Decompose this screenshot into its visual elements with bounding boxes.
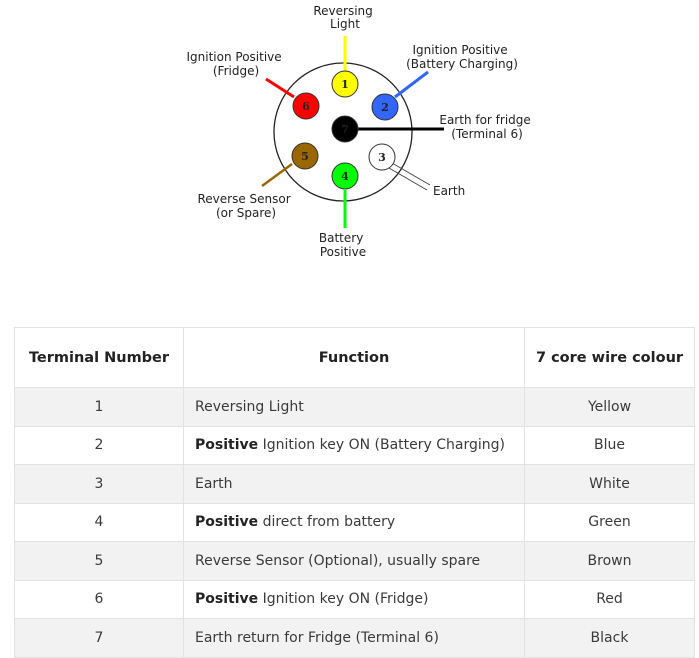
pin-4: 4 (331, 162, 359, 190)
pin-4-label: Battery Positive (319, 231, 367, 259)
pin-7: 7 (331, 115, 359, 143)
colour-cell: Yellow (524, 387, 695, 427)
function-cell: Earth (183, 464, 525, 504)
function-cell: Reverse Sensor (Optional), usually spare (183, 541, 525, 581)
table-row: 6 Positive Ignition key ON (Fridge) Red (14, 579, 695, 619)
terminal-cell: 2 (14, 425, 184, 465)
function-text: Ignition key ON (Fridge) (258, 591, 429, 608)
colour-cell: Black (524, 618, 695, 658)
pin-3-number: 3 (378, 151, 386, 164)
terminal-cell: 3 (14, 464, 184, 504)
pin-6: 6 (292, 92, 320, 120)
pin-4-number: 4 (341, 170, 349, 183)
colour-cell: Green (524, 502, 695, 542)
function-cell: Positive direct from battery (183, 502, 525, 542)
pin-6-number: 6 (302, 100, 310, 113)
function-text: Reversing Light (195, 398, 304, 415)
pin-2: 2 (371, 93, 399, 121)
pin-5-label: Reverse Sensor (or Spare) (197, 192, 294, 220)
function-text: Earth return for Fridge (Terminal 6) (195, 629, 439, 646)
colour-cell: Blue (524, 425, 695, 465)
terminal-cell: 6 (14, 579, 184, 619)
pin-3: 3 (368, 143, 396, 171)
function-bold: Positive (195, 591, 259, 608)
table-header-row: Terminal Number Function 7 core wire col… (14, 327, 695, 388)
pin-7-label: Earth for fridge (Terminal 6) (439, 113, 534, 141)
terminal-cell: 5 (14, 541, 184, 581)
function-cell: Reversing Light (183, 387, 525, 427)
pin-7-number: 7 (341, 123, 349, 136)
function-bold: Positive (195, 437, 259, 454)
pin-2-label: Ignition Positive (Battery Charging) (406, 43, 518, 71)
function-cell: Positive Ignition key ON (Battery Chargi… (183, 425, 525, 465)
function-text: Ignition key ON (Battery Charging) (258, 437, 505, 454)
table-row: 1 Reversing Light Yellow (14, 387, 695, 427)
table-row: 4 Positive direct from battery Green (14, 502, 695, 542)
pin-5: 5 (291, 142, 319, 170)
function-text: Reverse Sensor (Optional), usually spare (195, 552, 481, 569)
wiring-diagram: 1 2 3 4 5 6 7 Reversing Light Ignition P… (187, 4, 534, 259)
pin-1: 1 (331, 70, 359, 98)
table-row: 7 Earth return for Fridge (Terminal 6) B… (14, 618, 695, 658)
terminal-cell: 4 (14, 502, 184, 542)
function-text: direct from battery (258, 514, 396, 531)
table-row: 3 Earth White (14, 464, 695, 504)
header-wire-colour: 7 core wire colour (524, 327, 695, 388)
pin-1-label: Reversing Light (313, 4, 376, 31)
pin-3-label: Earth (433, 184, 465, 198)
pin-2-number: 2 (381, 101, 389, 114)
terminal-cell: 1 (14, 387, 184, 427)
pin-5-number: 5 (301, 150, 309, 163)
pin-6-label: Ignition Positive (Fridge) (187, 50, 286, 78)
function-cell: Earth return for Fridge (Terminal 6) (183, 618, 525, 658)
wire-6 (265, 77, 295, 99)
colour-cell: Red (524, 579, 695, 619)
terminal-table: Terminal Number Function 7 core wire col… (14, 327, 695, 658)
wire-2 (394, 70, 429, 99)
header-terminal-number: Terminal Number (14, 327, 184, 388)
terminal-cell: 7 (14, 618, 184, 658)
pin-1-number: 1 (341, 78, 349, 91)
wire-3a (391, 162, 431, 186)
colour-cell: Brown (524, 541, 695, 581)
table-row: 2 Positive Ignition key ON (Battery Char… (14, 425, 695, 465)
function-cell: Positive Ignition key ON (Fridge) (183, 579, 525, 619)
colour-cell: White (524, 464, 695, 504)
function-text: Earth (195, 475, 233, 492)
header-function: Function (183, 327, 525, 388)
function-bold: Positive (195, 514, 259, 531)
wire-5 (261, 162, 293, 188)
wire-3b (388, 167, 428, 191)
table-row: 5 Reverse Sensor (Optional), usually spa… (14, 541, 695, 581)
